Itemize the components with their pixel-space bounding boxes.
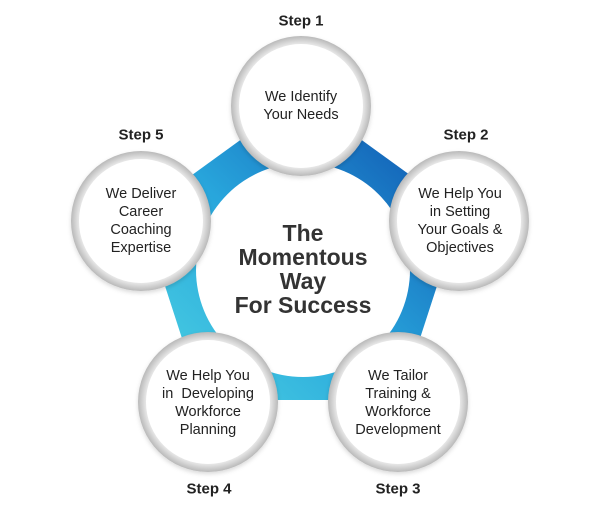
step-4-line-3: Workforce	[175, 404, 241, 420]
center-title-line-1: The	[282, 220, 324, 246]
step-1-line-2: Your Needs	[263, 107, 339, 123]
step-circle-1	[231, 36, 371, 176]
step-2-line-1: We Help You	[418, 186, 502, 202]
step-circle-5	[71, 151, 211, 291]
step-1-line-1: We Identify	[264, 89, 338, 105]
step-circle-3	[328, 332, 468, 472]
step-2-line-2: in Setting	[429, 204, 491, 220]
step-5-line-3: Coaching	[110, 222, 172, 238]
center-title-line-3: Way	[279, 268, 327, 294]
step-5-label: Step 5	[118, 126, 164, 144]
step-5-line-1: We Deliver	[105, 186, 177, 202]
step-4-text: We Help You in Developing Workforce Plan…	[146, 367, 271, 439]
step-5-line-2: Career	[118, 204, 164, 220]
step-2-text: We Help You in Setting Your Goals & Obje…	[398, 185, 523, 257]
center-title-line-2: Momentous	[238, 244, 368, 270]
step-3-line-1: We Tailor	[368, 368, 428, 384]
step-2-label: Step 2	[443, 126, 489, 144]
step-3-text: We Tailor Training & Workforce Developme…	[336, 367, 461, 439]
step-2-line-3: Your Goals &	[417, 222, 503, 238]
step-3-line-4: Development	[355, 422, 441, 438]
step-1-text: We Identify Your Needs	[239, 88, 364, 124]
step-4-line-2: in Developing	[162, 386, 254, 402]
step-2-line-4: Objectives	[426, 240, 494, 256]
step-3-line-3: Workforce	[365, 404, 431, 420]
step-3-label: Step 3	[375, 480, 421, 498]
center-title-line-4: For Success	[234, 292, 372, 318]
center-disc	[196, 163, 410, 377]
step-4-line-1: We Help You	[166, 368, 250, 384]
step-circle-4	[138, 332, 278, 472]
step-4-line-4: Planning	[179, 422, 237, 438]
step-5-text: We Deliver Career Coaching Expertise	[79, 185, 204, 257]
step-circle-2	[389, 151, 529, 291]
center-title: The Momentous Way For Success	[203, 221, 403, 317]
step-5-line-4: Expertise	[110, 240, 172, 256]
step-4-label: Step 4	[186, 480, 232, 498]
step-1-label: Step 1	[278, 12, 324, 30]
step-3-line-2: Training &	[365, 386, 431, 402]
